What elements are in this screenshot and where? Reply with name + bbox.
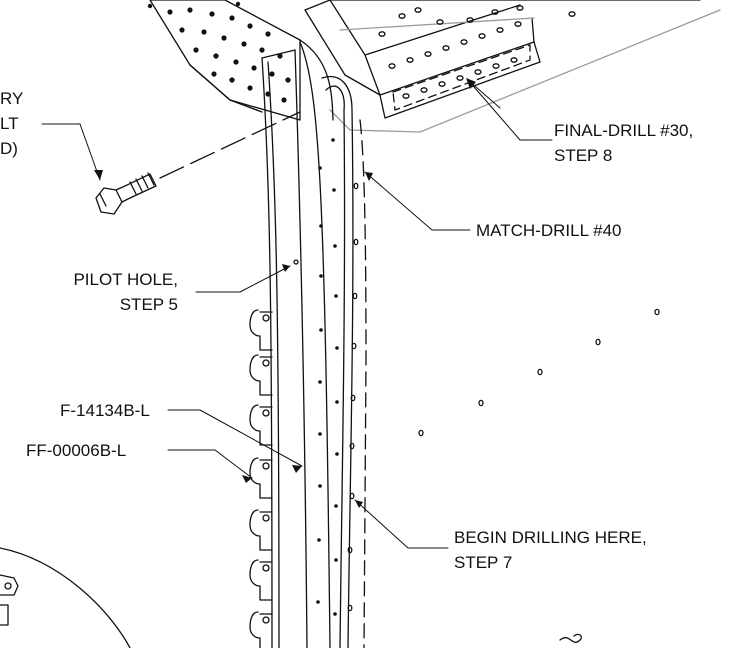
pilot-hole-callout: PILOT HOLE, STEP 5 bbox=[40, 267, 178, 317]
lower-left-arc bbox=[0, 547, 131, 648]
bolt-callout-line-2: LT bbox=[0, 114, 19, 133]
begin-drilling-line-2: STEP 7 bbox=[454, 553, 513, 572]
bolt-callout-line-3: D) bbox=[0, 139, 18, 158]
upper-channel bbox=[304, 0, 721, 133]
final-drill-line-1: FINAL-DRILL #30, bbox=[554, 121, 694, 140]
hinge-tabs bbox=[249, 309, 273, 648]
leader-arrowheads bbox=[94, 78, 476, 508]
web-strip bbox=[293, 41, 359, 648]
pilot-hole-line-2: STEP 5 bbox=[119, 295, 178, 314]
begin-drilling-callout: BEGIN DRILLING HERE, STEP 7 bbox=[454, 525, 647, 575]
skin-holes bbox=[418, 308, 660, 437]
leader-lines bbox=[41, 79, 553, 549]
break-mark bbox=[559, 633, 582, 643]
part-ff00006b-callout: FF-00006B-L bbox=[26, 441, 127, 460]
bolt bbox=[95, 172, 157, 215]
curved-bracket-f14134b bbox=[261, 39, 334, 648]
begin-drilling-line-1: BEGIN DRILLING HERE, bbox=[454, 528, 647, 547]
match-drill-callout: MATCH-DRILL #40 bbox=[476, 221, 622, 240]
bolt-callout-partial: RY LT D) bbox=[0, 86, 23, 161]
bolt-centerline bbox=[159, 111, 301, 179]
hidden-edge-dashed bbox=[359, 119, 367, 648]
part-f14134b-callout: F-14134B-L bbox=[60, 401, 150, 420]
gusset-plate bbox=[147, 0, 301, 121]
bolt-callout-line-1: RY bbox=[0, 89, 24, 108]
final-drill-callout: FINAL-DRILL #30, STEP 8 bbox=[554, 118, 693, 168]
pilot-hole-line-1: PILOT HOLE, bbox=[73, 270, 178, 289]
final-drill-line-2: STEP 8 bbox=[554, 146, 613, 165]
